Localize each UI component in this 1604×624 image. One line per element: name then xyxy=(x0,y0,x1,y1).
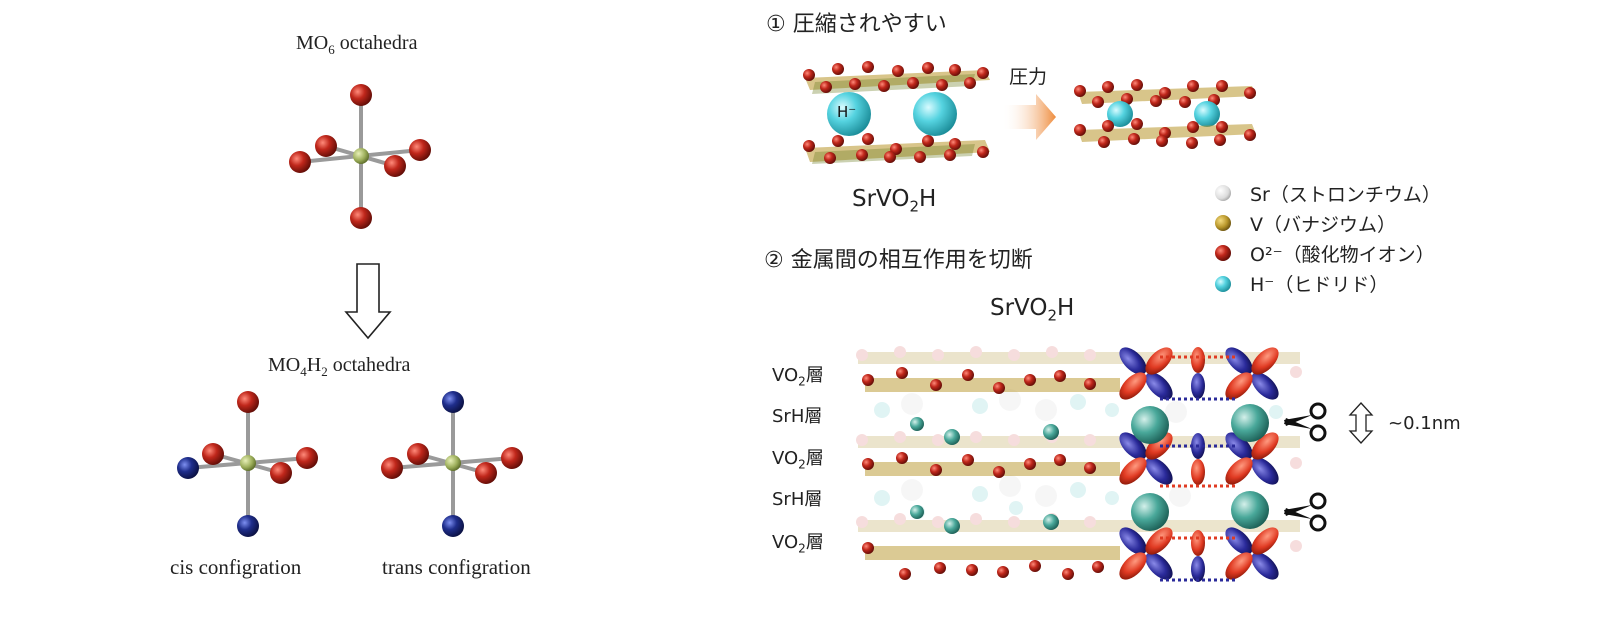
mo4h2-title-sub2: 2 xyxy=(321,364,328,379)
pressure-label: 圧力 xyxy=(1009,66,1048,88)
legend-h: H⁻（ヒドリド） xyxy=(1250,274,1389,296)
trans-label: trans configration xyxy=(382,555,531,579)
legend-v-icon xyxy=(1215,215,1231,231)
down-arrow-icon xyxy=(344,263,392,340)
legend-icons xyxy=(1215,185,1231,292)
trans-octahedron xyxy=(381,391,523,537)
section2-title: ② 金属間の相互作用を切断 xyxy=(764,248,1033,273)
formula-bottom-rest: H xyxy=(1057,295,1075,321)
legend-o-icon xyxy=(1215,245,1231,261)
layer-label-4: SrH層 xyxy=(772,489,823,510)
mo4h2-title: MO4H2 octahedra xyxy=(268,354,410,380)
mo6-title-sub: 6 xyxy=(328,42,335,57)
mo4h2-title-rest: octahedra xyxy=(327,354,411,376)
legend-sr: Sr（ストロンチウム） xyxy=(1250,184,1441,206)
mo6-title-rest: octahedra xyxy=(334,32,418,54)
formula-bottom-main: SrVO xyxy=(990,295,1048,321)
formula-bottom-sub: 2 xyxy=(1047,306,1058,325)
double-arrow-icon xyxy=(1348,402,1374,444)
legend: Sr（ストロンチウム） V（バナジウム） O²⁻（酸化物イオン） H⁻（ヒドリド… xyxy=(1250,180,1441,300)
mo6-title-main: MO xyxy=(296,32,329,54)
section1-title: ① 圧縮されやすい xyxy=(766,12,947,37)
d-orbitals xyxy=(1119,347,1279,582)
hydride-label: H⁻ xyxy=(837,103,857,121)
layer-label-2: SrH層 xyxy=(772,406,823,427)
mo4h2-title-mo: MO xyxy=(268,354,301,376)
mo6-octahedron xyxy=(289,84,431,229)
legend-h-icon xyxy=(1215,276,1231,292)
legend-o: O²⁻（酸化物イオン） xyxy=(1250,244,1435,266)
scissors-icon xyxy=(1284,402,1327,442)
formula-top-sub: 2 xyxy=(909,197,920,216)
legend-v: V（バナジウム） xyxy=(1250,214,1396,236)
distance-label: ~0.1nm xyxy=(1388,413,1461,434)
formula-top: SrVO2H xyxy=(852,186,936,216)
mo4h2-title-h: H xyxy=(306,354,322,376)
mo6-title: MO6 octahedra xyxy=(296,32,417,58)
formula-top-rest: H xyxy=(919,186,937,212)
pressure-arrow-icon xyxy=(1002,94,1056,140)
layer-label-5: VO2層 xyxy=(772,532,824,556)
formula-top-main: SrVO xyxy=(852,186,910,212)
scissors-icon xyxy=(1284,492,1327,532)
cis-label: cis configration xyxy=(170,555,302,579)
layered-structure xyxy=(856,346,1302,580)
layer-label-1: VO2層 xyxy=(772,365,824,389)
cis-octahedron xyxy=(177,391,318,537)
compressed-structure xyxy=(1074,79,1256,149)
uncompressed-structure xyxy=(803,61,990,164)
legend-sr-icon xyxy=(1215,185,1231,201)
mo4h2-title-sub4: 4 xyxy=(300,364,307,379)
formula-bottom: SrVO2H xyxy=(990,295,1074,325)
layer-label-3: VO2層 xyxy=(772,448,824,472)
